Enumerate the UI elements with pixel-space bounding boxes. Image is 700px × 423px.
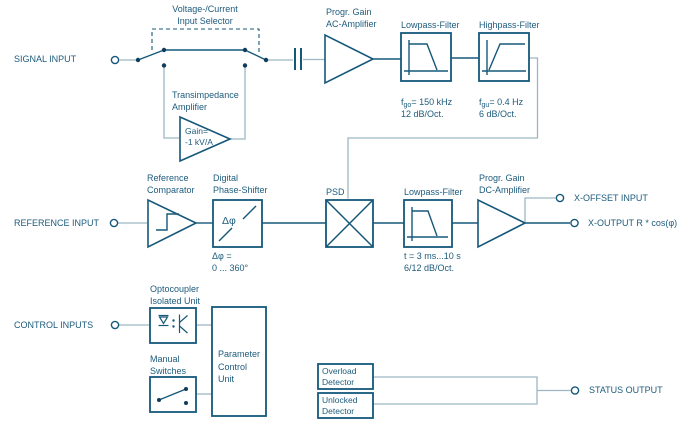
light-wires	[118, 57, 571, 405]
highpass-f-subscript: gu	[481, 102, 490, 109]
transimpedance-amp-label: Transimpedance Amplifier	[172, 90, 239, 112]
lowpass-filter-specs: fgo= 150 kHz 12 dB/Oct.	[401, 84, 452, 132]
comparator-step-icon	[156, 213, 179, 231]
transimpedance-amp-triangle	[179, 115, 232, 163]
ac-amp-label: Progr. Gain AC-Amplifier	[326, 7, 377, 29]
reference-comparator-label: Reference Comparator	[147, 173, 195, 195]
switch-blade-right	[244, 49, 267, 61]
input-selector-dashed-box	[151, 28, 260, 54]
optocoupler-label: Optocoupler Isolated Unit	[150, 284, 201, 306]
status-output-terminal	[570, 386, 580, 395]
input-selector-label: Voltage-/Current Input Selector	[172, 4, 238, 26]
lowpass-curve-icon	[409, 43, 438, 71]
lowpass-filter2-label: Lowpass-Filter	[404, 187, 463, 197]
junction-dots	[135, 47, 269, 68]
lowpass2-curve-icon	[412, 210, 438, 237]
switch-blade-left	[137, 49, 165, 61]
wire-feedback-right	[230, 66, 246, 140]
reference-input-terminal	[109, 218, 119, 228]
dc-amp-label: Progr. Gain DC-Amplifier	[479, 173, 531, 195]
optocoupler-icon	[158, 314, 188, 334]
phase-shifter-symbol: Δφ	[222, 215, 236, 227]
io-terminals	[109, 55, 580, 395]
phase-shifter-range-label: Δφ = 0 ... 360°	[212, 251, 249, 273]
capacitor-icon	[294, 48, 302, 70]
parameter-control-unit-box	[211, 306, 267, 417]
ac-amp-triangle	[324, 33, 375, 85]
dark-wires	[137, 49, 570, 224]
lowpass-f-prefix: f	[401, 97, 404, 107]
phase-shifter-diagonals-icon	[218, 205, 257, 242]
manual-switches-label: Manual Switches	[150, 354, 187, 376]
psd-label: PSD	[326, 187, 345, 197]
signal-input-label: SIGNAL INPUT	[14, 54, 77, 64]
switch-contact-right-bottom-dot	[242, 63, 248, 68]
switch-contact-left-bottom-dot	[161, 63, 167, 68]
wire-highpass-to-psd	[347, 57, 539, 199]
manual-switch-icon	[157, 387, 188, 405]
transimpedance-gain-label: Gain= -1 kV/A	[185, 126, 213, 147]
switch-contact-right-top-dot	[242, 47, 248, 53]
filter-curves	[404, 40, 526, 241]
x-output-label: X-OUTPUT R * cos(φ)	[588, 218, 678, 228]
lowpass-f-subscript: go	[403, 102, 412, 109]
switch-pivot-right-dot	[263, 57, 269, 63]
status-output-label: STATUS OUTPUT	[589, 385, 663, 395]
parameter-control-unit-label: Parameter Control Unit	[218, 349, 261, 384]
psd-multiplier-icon	[325, 199, 374, 248]
highpass-filter-specs: fgu= 0.4 Hz 6 dB/Oct.	[479, 84, 523, 132]
x-output-terminal	[570, 218, 579, 228]
x-offset-terminal	[555, 193, 565, 203]
optocoupler-box	[149, 307, 197, 344]
signal-input-terminal	[110, 55, 120, 65]
overload-detector-box	[317, 363, 374, 390]
control-inputs-label: CONTROL INPUTS	[14, 320, 94, 330]
unlocked-detector-box	[317, 392, 374, 419]
wire-status-bracket	[373, 376, 538, 405]
unlocked-detector-label: Unlocked Detector	[322, 395, 358, 416]
lowpass-f-value: = 150 kHz	[411, 97, 453, 107]
reference-comparator-triangle	[147, 198, 198, 249]
highpass-slope: 6 dB/Oct.	[479, 109, 517, 119]
highpass-curve-icon	[488, 43, 525, 71]
switch-contact-left-top-dot	[161, 47, 167, 53]
lowpass-filter2-tc: t = 3 ms...10 s	[404, 251, 461, 261]
lowpass-slope: 12 dB/Oct.	[401, 109, 444, 119]
amplifiers	[147, 33, 527, 249]
lowpass-filter-label: Lowpass-Filter	[401, 20, 460, 30]
wire-feedback-left	[163, 66, 179, 139]
phase-shifter-label: Digital Phase-Shifter	[213, 173, 268, 195]
wire-x-offset-branch	[524, 197, 556, 222]
lowpass-filter2-box	[403, 199, 453, 248]
overload-detector-label: Overload Detector	[322, 366, 357, 387]
lowpass-filter2-slope: 6/12 dB/Oct.	[404, 263, 455, 273]
highpass-f-prefix: f	[479, 97, 482, 107]
x-offset-label: X-OFFSET INPUT	[574, 193, 648, 203]
control-input-terminal	[110, 320, 120, 330]
dc-amp-triangle	[477, 198, 527, 249]
switch-pivot-left-dot	[135, 57, 141, 63]
highpass-f-value: = 0.4 Hz	[489, 97, 524, 107]
highpass-filter-label: Highpass-Filter	[479, 20, 540, 30]
reference-input-label: REFERENCE INPUT	[14, 218, 100, 228]
